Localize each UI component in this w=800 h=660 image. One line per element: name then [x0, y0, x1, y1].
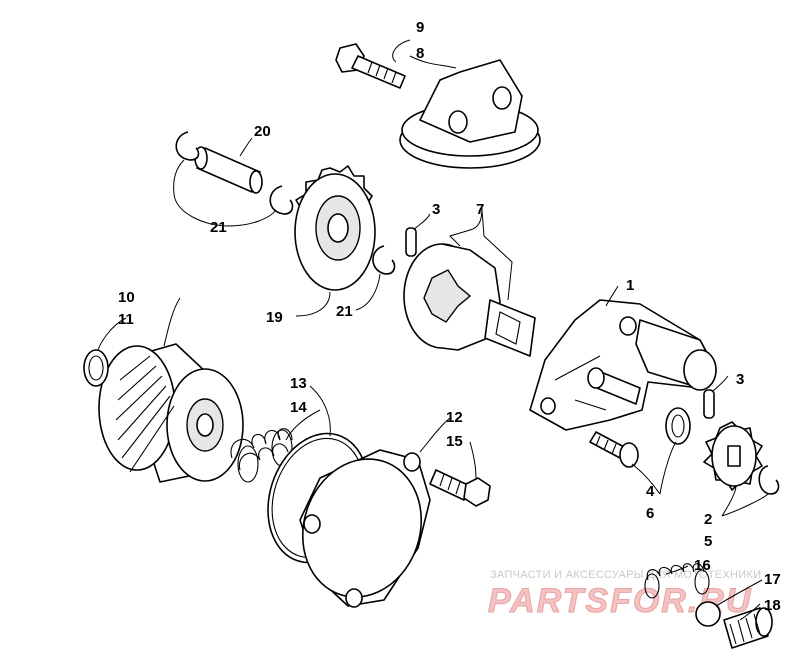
callout-3a: 3 [432, 201, 440, 218]
spring-16 [644, 563, 710, 599]
callout-12: 12 [446, 409, 463, 426]
plug-18 [723, 607, 773, 649]
ball-17 [695, 601, 721, 627]
leader-lines [97, 39, 769, 621]
callout-6: 6 [646, 505, 654, 522]
o-ring-4 [665, 407, 691, 445]
callout-8: 8 [416, 45, 424, 62]
circlip-5 [758, 465, 780, 495]
callout-11: 11 [118, 311, 134, 328]
callouts: 9 8 20 21 19 21 3 7 1 3 4 6 2 5 10 11 13… [118, 19, 781, 614]
callout-3b: 3 [736, 371, 744, 388]
circlip-21c [372, 245, 396, 275]
oil-filter-10 [98, 343, 244, 483]
callout-21a: 21 [210, 219, 227, 236]
callout-21b: 21 [336, 303, 353, 320]
pin-20 [194, 146, 263, 194]
callout-5: 5 [704, 533, 712, 550]
filter-cover-12 [299, 449, 431, 608]
spring-14 [230, 428, 293, 483]
callout-2: 2 [704, 511, 712, 528]
gear-19 [294, 165, 376, 291]
cover-8 [399, 59, 541, 169]
screw-6 [589, 431, 639, 468]
watermark-subtitle: ЗАПЧАСТИ И АКСЕССУАРЫ ДЛЯ МОТОТЕХНИКИ [490, 569, 761, 581]
circlip-21b [269, 185, 294, 215]
callout-19: 19 [266, 309, 283, 326]
callout-10: 10 [118, 289, 135, 306]
pump-body-1 [529, 299, 717, 431]
callout-14: 14 [290, 399, 307, 416]
callout-15: 15 [446, 433, 463, 450]
dowel-pin-3a [405, 227, 417, 257]
circlip-21a [175, 131, 200, 161]
callout-13: 13 [290, 375, 307, 392]
callout-20: 20 [254, 123, 271, 140]
callout-4: 4 [646, 483, 655, 500]
callout-9: 9 [416, 19, 424, 36]
callout-16: 16 [694, 557, 711, 574]
callout-18: 18 [764, 597, 781, 614]
callout-17: 17 [764, 571, 781, 588]
bolt-15 [429, 469, 491, 507]
bolt-9 [335, 43, 406, 89]
callout-1: 1 [626, 277, 634, 294]
gear-2 [703, 421, 763, 491]
rotor-set-7 [403, 243, 536, 357]
callout-7: 7 [476, 201, 484, 218]
dowel-pin-3b [703, 389, 715, 419]
o-ring-11 [83, 349, 109, 387]
